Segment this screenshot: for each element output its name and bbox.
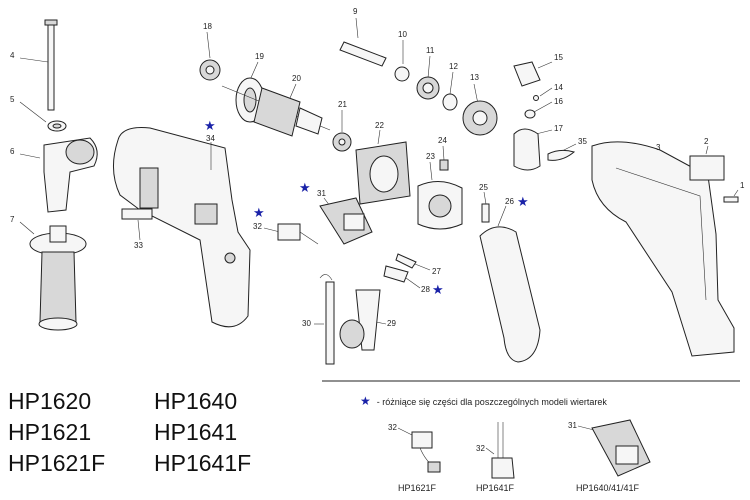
part-label-3: 3 (656, 143, 661, 152)
part-34-housing (113, 127, 251, 328)
star-icon: ★ (204, 118, 216, 133)
variant-caption-hp1640-41-41f: HP1640/41/41F (576, 483, 640, 493)
variant-part-label: 32 (476, 444, 485, 453)
part-label-21: 21 (338, 100, 347, 109)
part-27-screw (395, 253, 431, 271)
variant-part-label: 31 (568, 421, 577, 430)
part-16-spring (524, 101, 553, 119)
part-label-5: 5 (10, 95, 15, 104)
part-10-ring (394, 40, 410, 82)
part-label-20: 20 (292, 74, 301, 83)
part-26-handle-cover (479, 205, 541, 363)
part-11-bearing (416, 55, 440, 100)
legend: ★ - różniące się części dla poszczególnyc… (360, 394, 607, 408)
star-icon: ★ (517, 194, 529, 209)
variant-caption-hp1641f: HP1641F (476, 483, 515, 493)
part-label-15: 15 (554, 53, 563, 62)
part-1-screw (723, 189, 739, 203)
part-15-lever (513, 61, 553, 87)
part-35-plate (547, 143, 577, 161)
part-label-35: 35 (578, 137, 587, 146)
model-hp1620: HP1620 (8, 388, 92, 414)
part-32-capacitor (263, 223, 319, 245)
part-label-14: 14 (554, 83, 563, 92)
part-21-bearing (332, 110, 352, 152)
part-9-spindle (339, 17, 387, 67)
part-20-armature (221, 83, 331, 137)
part-label-29: 29 (387, 319, 396, 328)
variant-part-label: 32 (388, 423, 397, 432)
part-label-34: 34 (206, 134, 215, 143)
part-33-label (121, 208, 153, 241)
part-22-field (355, 129, 411, 205)
part-25-screw (481, 191, 490, 223)
model-hp1621: HP1621 (8, 419, 92, 445)
part-label-11: 11 (426, 46, 435, 55)
part-label-30: 30 (302, 319, 311, 328)
part-label-16: 16 (554, 97, 563, 106)
part-label-13: 13 (470, 73, 479, 82)
part-18-bearing (199, 31, 221, 81)
part-label-19: 19 (255, 52, 264, 61)
model-hp1621f: HP1621F (8, 450, 106, 476)
part-label-32: 32 (253, 222, 262, 231)
part-13-gear (462, 83, 498, 136)
part-4-bolt (19, 19, 58, 111)
star-icon: ★ (253, 205, 265, 220)
part-label-25: 25 (479, 183, 488, 192)
variant-part-32-hp1641f: 32 (476, 422, 515, 479)
star-icon: ★ (360, 394, 371, 408)
part-label-6: 6 (10, 147, 15, 156)
part-31-switch (319, 197, 373, 245)
part-5-washer (19, 101, 67, 132)
part-label-1: 1 (740, 181, 745, 190)
part-label-4: 4 (10, 51, 15, 60)
variant-part-32-hp1621f: 32 (388, 423, 441, 473)
model-hp1640: HP1640 (154, 388, 238, 414)
star-icon: ★ (299, 180, 311, 195)
part-label-17: 17 (554, 124, 563, 133)
part-label-26: 26 (505, 197, 514, 206)
part-label-12: 12 (449, 62, 458, 71)
part-6-side-clamp (19, 137, 98, 213)
part-label-18: 18 (203, 22, 212, 31)
part-14-ball (533, 87, 553, 101)
part-29-strain-relief (339, 289, 387, 351)
star-icon: ★ (432, 282, 444, 297)
part-30-cord (314, 274, 335, 365)
part-label-22: 22 (375, 121, 384, 130)
part-7-side-handle (19, 221, 87, 331)
model-hp1641f: HP1641F (154, 450, 252, 476)
part-2-label (689, 145, 725, 181)
variant-caption-hp1621f: HP1621F (398, 483, 437, 493)
variant-part-31-hp1640: 31 (568, 419, 651, 477)
part-28-clamp (383, 265, 421, 289)
part-3-housing (591, 141, 735, 357)
part-label-28: 28 (421, 285, 430, 294)
part-label-7: 7 (10, 215, 15, 224)
part-label-24: 24 (438, 136, 447, 145)
part-label-9: 9 (353, 7, 358, 16)
legend-text: - różniące się części dla poszczególnych… (376, 397, 607, 407)
part-24-brush (439, 145, 449, 171)
part-12-circlip (442, 71, 458, 111)
part-label-2: 2 (704, 137, 709, 146)
part-17-gear-housing (513, 128, 553, 171)
model-hp1641: HP1641 (154, 419, 238, 445)
part-label-23: 23 (426, 152, 435, 161)
part-label-10: 10 (398, 30, 407, 39)
part-label-27: 27 (432, 267, 441, 276)
part-label-33: 33 (134, 241, 143, 250)
part-23-brush-holder (417, 161, 463, 230)
part-label-31: 31 (317, 189, 326, 198)
